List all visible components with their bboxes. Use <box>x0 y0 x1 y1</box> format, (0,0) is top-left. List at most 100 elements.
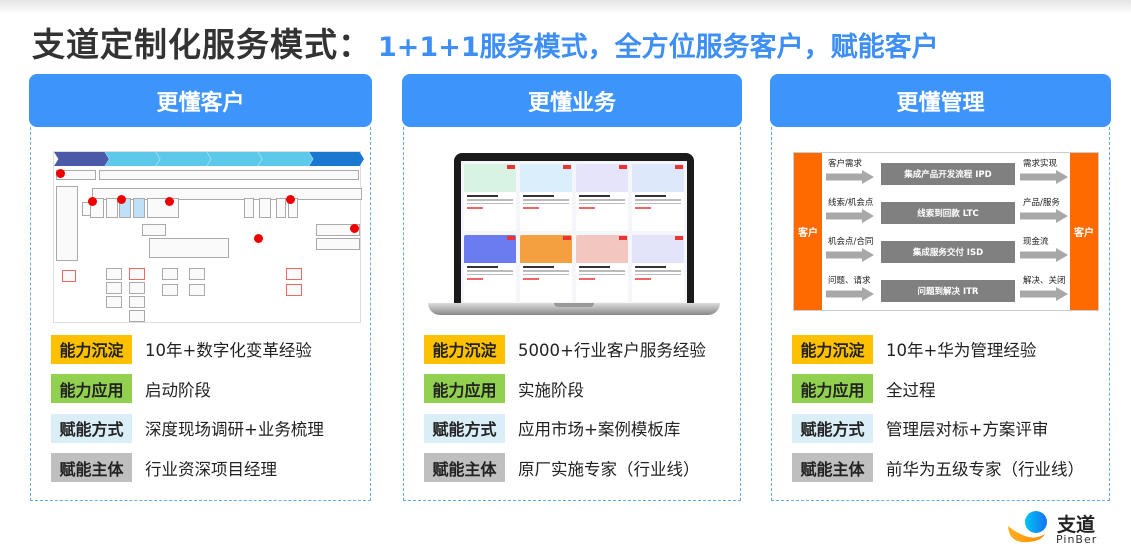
capability-row: 赋能方式应用市场+案例模板库 <box>424 413 706 443</box>
app-template-tile <box>632 235 684 302</box>
phase-chevron <box>309 152 364 166</box>
capability-tag: 赋能方式 <box>424 413 505 443</box>
process-step <box>316 224 360 236</box>
process-row: 线索/机会点 线索到回款 LTC 产品/服务 <box>824 195 1068 233</box>
capability-tag: 赋能主体 <box>424 453 505 482</box>
capability-text: 前华为五级专家（行业线） <box>886 459 1084 479</box>
process-box: 问题到解决 ITR <box>881 280 1015 302</box>
capability-text: 原厂实施专家（行业线） <box>518 459 700 479</box>
arrow-right-icon <box>1020 170 1068 184</box>
process-step <box>244 198 254 218</box>
laptop-screen <box>454 153 694 305</box>
logo-text-en: PinBer <box>1056 533 1098 546</box>
management-process-diagram: 客户 客户 客户需求 集成产品开发流程 IPD 需求实现 线索/机会点 线索到回… <box>793 152 1099 311</box>
process-row: 机会点/合同 集成服务交付 ISD 现金流 <box>824 234 1068 272</box>
capability-row: 能力沉淀 5000+行业客户服务经验 <box>424 334 706 364</box>
capability-text: 深度现场调研+业务梳理 <box>145 420 324 439</box>
capability-text: 5000+行业客户服务经验 <box>518 341 706 360</box>
capability-text: 应用市场+案例模板库 <box>518 420 681 439</box>
capability-row: 赋能方式管理层对标+方案评审 <box>792 413 1084 443</box>
capability-text: 管理层对标+方案评审 <box>886 420 1049 439</box>
capability-tag: 能力应用 <box>51 374 132 403</box>
capability-tag: 赋能方式 <box>51 413 132 443</box>
app-template-tile <box>520 235 572 302</box>
phase-chevron <box>105 152 160 166</box>
capability-row: 赋能主体原厂实施专家（行业线） <box>424 453 706 482</box>
arrow-right-icon <box>826 287 874 301</box>
customer-right: 客户 <box>1070 153 1098 310</box>
top-shade <box>0 0 1131 14</box>
app-template-tile <box>464 164 516 231</box>
process-step <box>106 282 122 294</box>
capability-tag: 能力应用 <box>424 374 505 403</box>
process-input: 问题、请求 <box>828 276 871 286</box>
process-step <box>129 310 145 322</box>
process-row: 问题、请求 问题到解决 ITR 解决、关闭 <box>824 273 1068 311</box>
process-step <box>129 282 145 294</box>
step-number-badge <box>286 195 295 204</box>
card-header: 更懂业务 <box>402 74 742 127</box>
arrow-right-icon <box>826 170 874 184</box>
process-input: 客户需求 <box>828 159 863 169</box>
capability-tag: 赋能方式 <box>792 413 873 443</box>
process-box: 集成服务交付 ISD <box>881 241 1015 263</box>
process-step <box>106 296 122 308</box>
process-step <box>142 224 166 236</box>
capability-text: 实施阶段 <box>518 380 584 400</box>
phase-chevron <box>156 152 211 166</box>
app-template-tile <box>464 235 516 302</box>
laptop-base <box>428 303 720 315</box>
card-header: 更懂管理 <box>770 74 1111 127</box>
capability-text: 启动阶段 <box>145 380 211 400</box>
capability-row: 赋能主体前华为五级专家（行业线） <box>792 453 1084 482</box>
logo-text-cn: 支道 <box>1057 514 1096 536</box>
process-step <box>276 198 286 218</box>
capability-row: 能力应用实施阶段 <box>424 374 706 403</box>
process-step <box>56 186 78 261</box>
arrow-right-icon <box>1020 248 1068 262</box>
card-body: 客户 客户 客户需求 集成产品开发流程 IPD 需求实现 线索/机会点 线索到回… <box>771 127 1110 501</box>
capability-tag: 能力沉淀 <box>424 334 505 364</box>
process-step <box>133 198 145 218</box>
app-template-tile <box>520 164 572 231</box>
arrow-right-icon <box>826 209 874 223</box>
logo-icon <box>1008 511 1047 543</box>
step-number-badge <box>117 195 126 204</box>
capability-row: 能力应用全过程 <box>792 374 1084 403</box>
process-input: 机会点/合同 <box>828 237 874 247</box>
process-box: 集成产品开发流程 IPD <box>881 163 1015 185</box>
capability-tag: 赋能主体 <box>792 453 873 482</box>
step-number-badge <box>165 197 174 206</box>
capability-tag: 赋能主体 <box>51 453 132 482</box>
process-step <box>106 198 118 218</box>
process-output: 现金流 <box>1023 237 1049 247</box>
process-step <box>259 198 271 218</box>
title-main: 支道定制化服务模式： <box>32 25 372 64</box>
capability-tag: 能力沉淀 <box>51 334 132 364</box>
process-step <box>316 238 360 250</box>
capability-row: 能力应用启动阶段 <box>51 374 324 403</box>
process-step <box>162 268 178 280</box>
process-step <box>162 284 178 296</box>
phase-chevron <box>258 152 313 166</box>
customer-left: 客户 <box>794 153 822 310</box>
process-step <box>189 284 205 296</box>
process-input: 线索/机会点 <box>828 198 874 208</box>
title-sub: 1+1+1服务模式，全方位服务客户，赋能客户 <box>378 32 939 63</box>
process-step <box>147 198 179 218</box>
process-output: 产品/服务 <box>1023 198 1060 208</box>
card-header: 更懂客户 <box>29 74 372 127</box>
process-step <box>106 268 122 280</box>
process-step <box>99 170 359 180</box>
arrow-right-icon <box>826 248 874 262</box>
process-step <box>129 296 145 308</box>
card-management: 更懂管理 客户 客户 客户需求 集成产品开发流程 IPD 需求实现 线索/机会点… <box>770 74 1111 501</box>
step-number-badge <box>88 197 97 206</box>
app-template-tile <box>576 235 628 302</box>
